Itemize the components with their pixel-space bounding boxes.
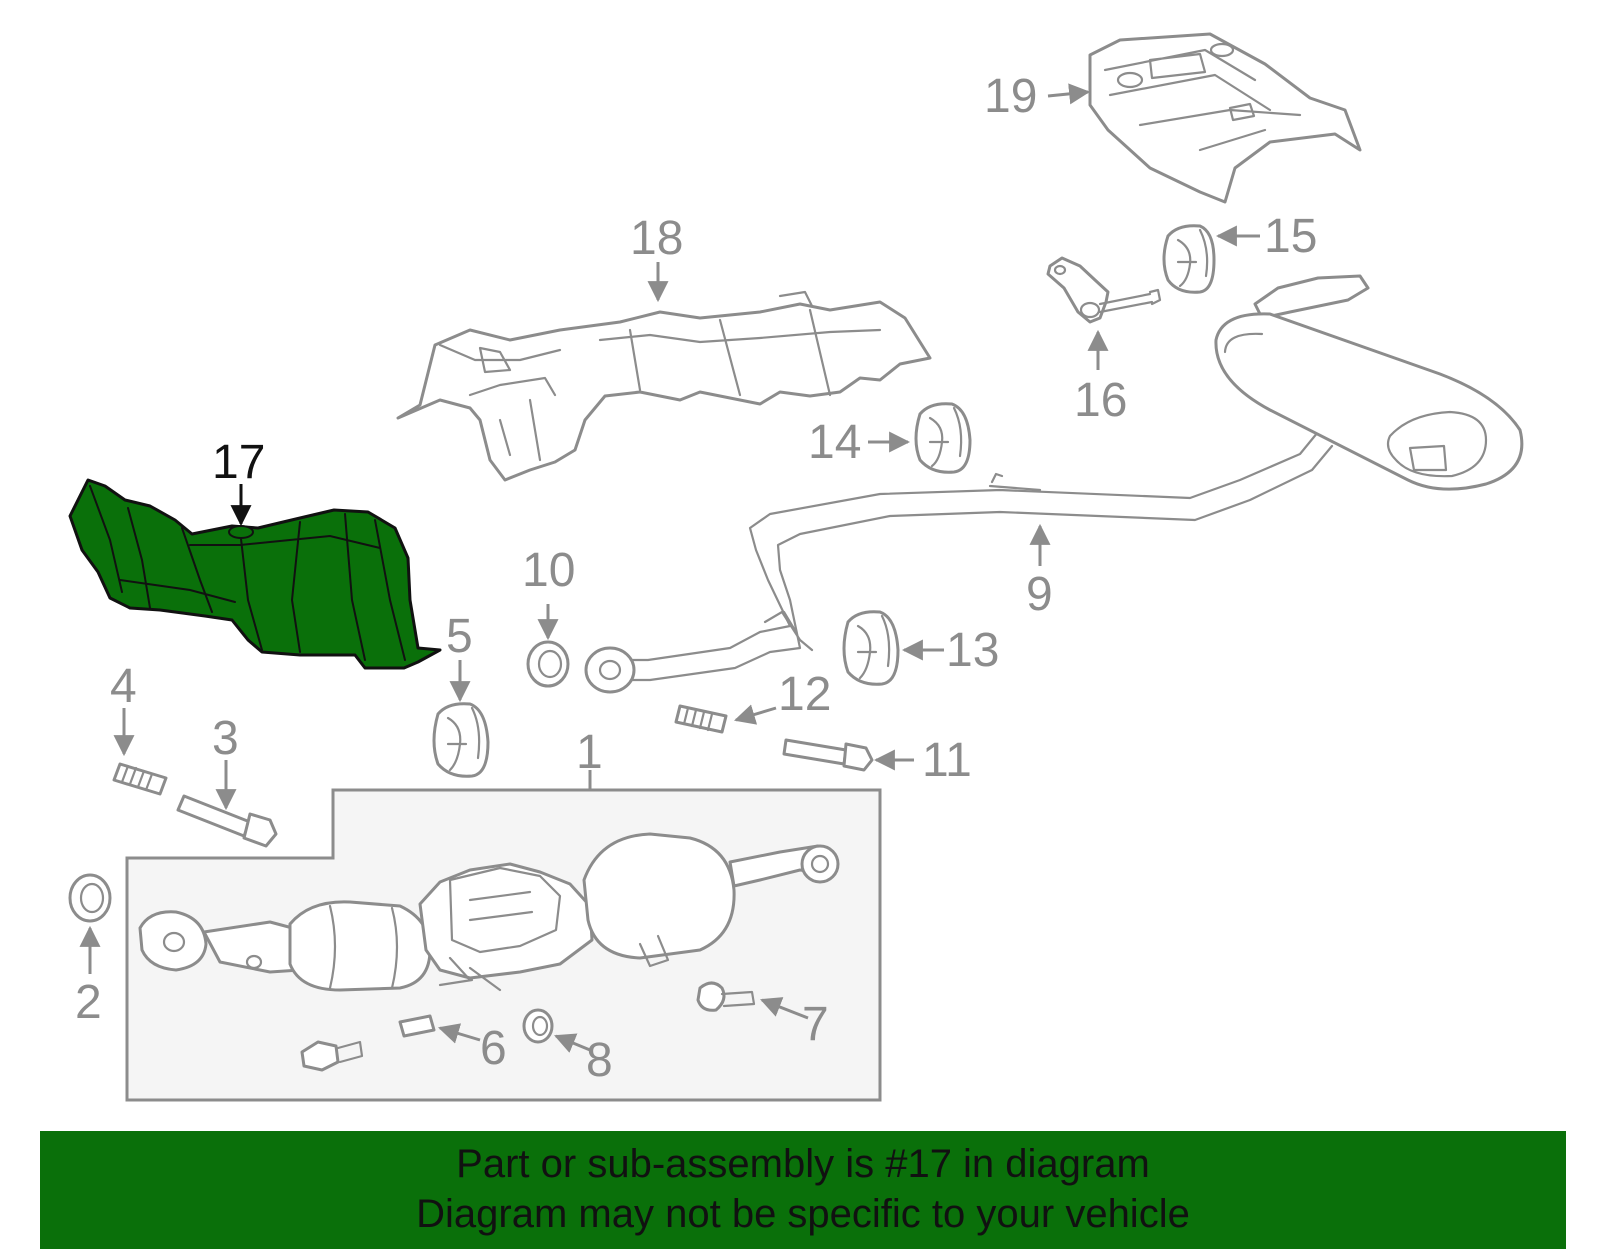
part-17-heat-insulator[interactable]	[68, 478, 442, 670]
callout-6: 6	[480, 1022, 507, 1075]
part-5-hanger[interactable]	[432, 660, 490, 778]
part-19-heat-insulator[interactable]	[1088, 32, 1362, 204]
banner-line-2: Diagram may not be specific to your vehi…	[416, 1192, 1190, 1236]
part-9-center-pipe[interactable]	[584, 430, 1334, 694]
callout-19: 19	[984, 70, 1037, 123]
muffler[interactable]	[1214, 274, 1524, 491]
callout-17: 17	[212, 436, 265, 489]
banner-line-1: Part or sub-assembly is #17 in diagram	[456, 1142, 1150, 1186]
callout-2: 2	[75, 976, 102, 1029]
part-16-bracket[interactable]	[1046, 256, 1162, 370]
callout-13: 13	[946, 624, 999, 677]
callout-7: 7	[802, 998, 829, 1051]
part-15-hanger[interactable]	[1162, 224, 1260, 294]
callout-14: 14	[808, 416, 861, 469]
callout-5: 5	[446, 610, 473, 663]
callout-12: 12	[778, 668, 831, 721]
part-10-gasket[interactable]	[526, 604, 570, 688]
part-13-hanger[interactable]	[842, 610, 944, 686]
callout-8: 8	[586, 1034, 613, 1087]
callout-16: 16	[1074, 374, 1127, 427]
part-4-stud[interactable]	[112, 708, 168, 796]
info-banner: Part or sub-assembly is #17 in diagram D…	[40, 1131, 1566, 1249]
callout-1: 1	[576, 726, 603, 779]
part-2-gasket[interactable]	[68, 873, 112, 974]
callout-9: 9	[1026, 568, 1053, 621]
part-18-heat-insulator[interactable]	[396, 262, 932, 482]
part-14-hanger[interactable]	[868, 402, 972, 474]
callout-3: 3	[212, 712, 239, 765]
callout-10: 10	[522, 544, 575, 597]
callout-11: 11	[922, 734, 972, 787]
callout-4: 4	[110, 660, 137, 713]
callout-18: 18	[630, 212, 683, 265]
callout-15: 15	[1264, 210, 1317, 263]
callout-labels: 1 2 3 4 5 6 7 8 9 10 11 12 13 14 15 16 1…	[75, 70, 1317, 1087]
part-3-bolt[interactable]	[176, 760, 278, 848]
part-11-bolt[interactable]	[782, 738, 914, 772]
part-1-front-pipe-assembly[interactable]	[125, 770, 882, 1102]
part-12-stud[interactable]	[674, 704, 777, 734]
